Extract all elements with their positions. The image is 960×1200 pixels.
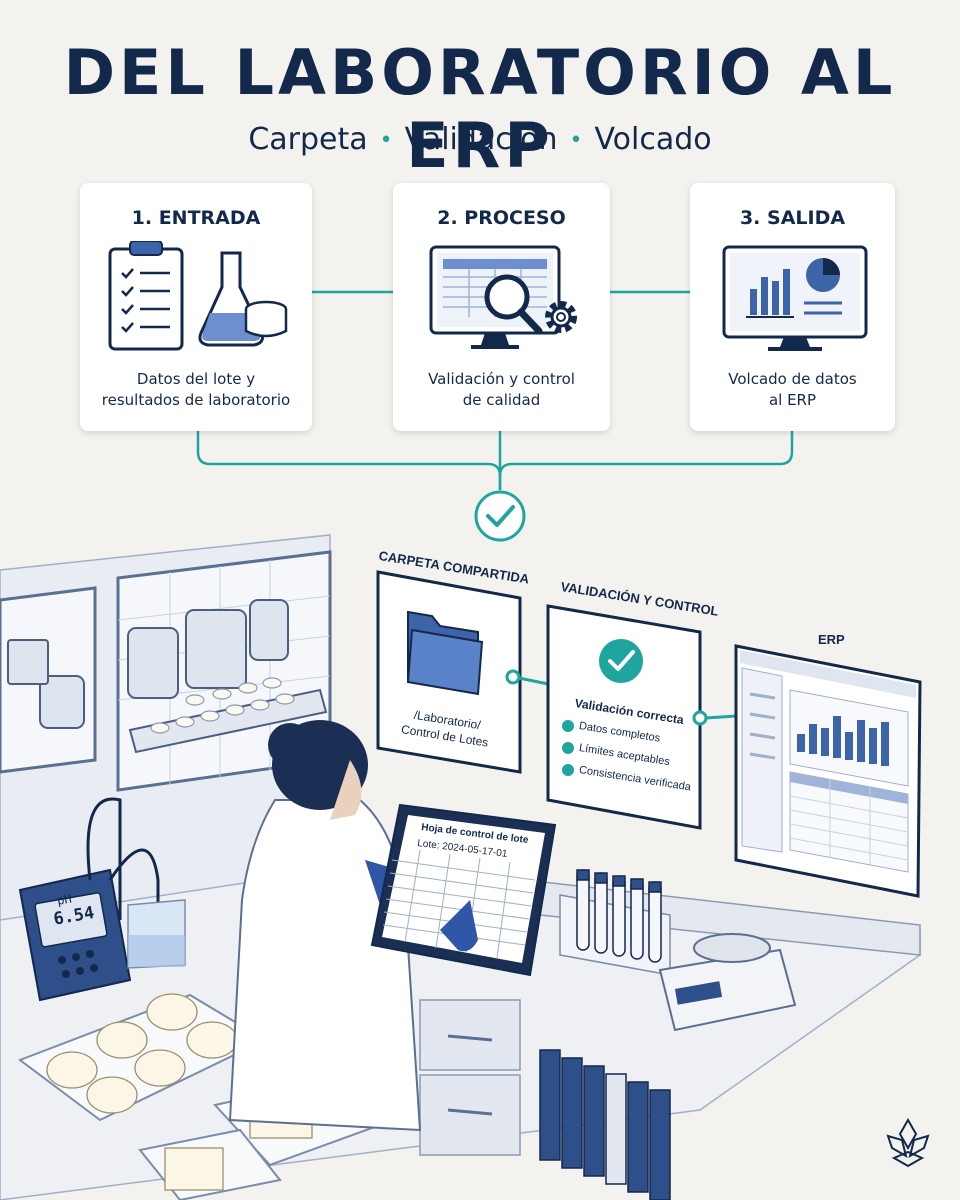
step-title: 3. SALIDA xyxy=(739,207,846,229)
clipboard-flask-icon xyxy=(108,241,288,351)
monitor-magnifier-gear-icon xyxy=(429,245,577,349)
step-desc-line: al ERP xyxy=(768,391,817,409)
step-card-entrada: 1. ENTRADA Datos del lote y resultados de… xyxy=(80,183,312,431)
monitor-chart-icon xyxy=(722,245,868,351)
step-desc-line: Datos del lote y xyxy=(136,370,256,388)
step-description: Datos del lote y resultados de laboratori… xyxy=(90,369,302,411)
subtitle-validacion: Validación xyxy=(404,122,558,157)
step-description: Validación y control de calidad xyxy=(403,369,600,411)
step-desc-line: resultados de laboratorio xyxy=(101,391,291,409)
step-card-proceso: 2. PROCESO Validación y control de calida… xyxy=(393,183,610,431)
check-bullet-icon xyxy=(562,720,574,776)
step-description: Volcado de datos al ERP xyxy=(700,369,885,411)
check-circle-icon xyxy=(599,639,643,683)
subtitle-separator: • xyxy=(379,128,393,153)
step-desc-line: Validación y control xyxy=(428,370,575,388)
subtitle-carpeta: Carpeta xyxy=(248,122,368,157)
step-title: 2. PROCESO xyxy=(437,207,566,229)
subtitle-volcado: Volcado xyxy=(594,122,712,157)
step-title: 1. ENTRADA xyxy=(131,207,261,229)
step-desc-line: Volcado de datos xyxy=(728,370,857,388)
subtitle: Carpeta • Validación • Volcado xyxy=(0,122,960,157)
subtitle-separator: • xyxy=(569,128,583,153)
step-card-salida: 3. SALIDA Volcado de datos al ERP xyxy=(690,183,895,431)
erp-panel-title: ERP xyxy=(818,632,845,647)
folder-icon xyxy=(406,610,484,696)
ph-label: pH xyxy=(56,891,73,908)
check-circle-icon xyxy=(474,490,526,542)
page-title: DEL LABORATORIO AL ERP xyxy=(63,36,897,182)
flow-connectors xyxy=(196,290,794,542)
step-desc-line: de calidad xyxy=(462,391,541,409)
